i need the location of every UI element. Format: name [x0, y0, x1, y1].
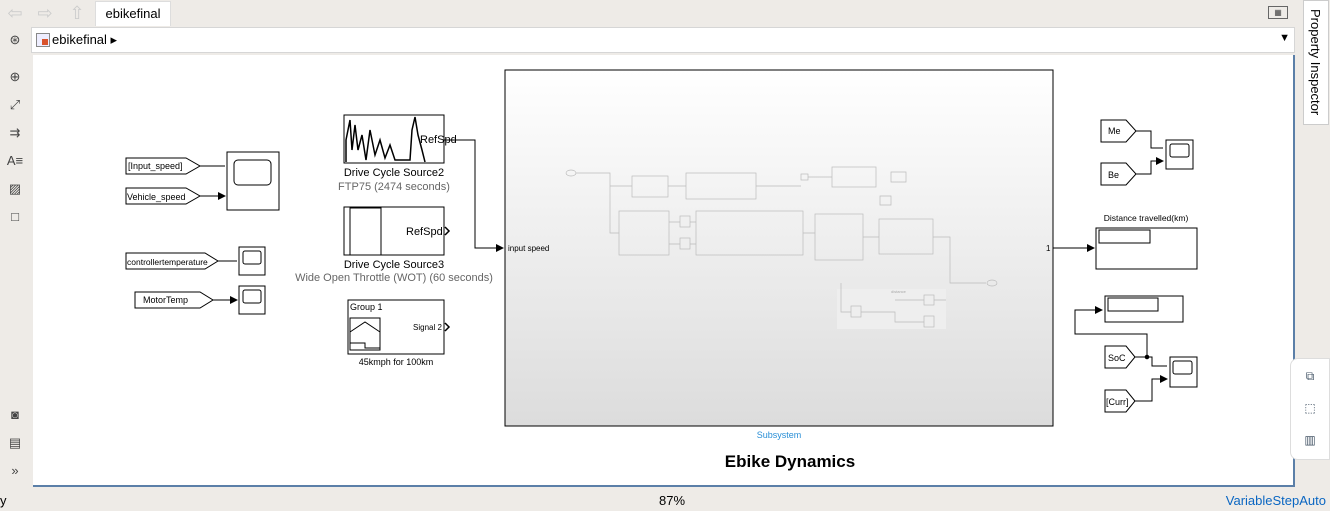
port-label: Signal 2	[413, 323, 442, 332]
fit-view-icon[interactable]: ⤢	[9, 97, 21, 112]
port-label: RefSpd	[420, 134, 457, 146]
back-arrow-icon[interactable]: ⇦	[7, 3, 23, 23]
keyboard-icon[interactable]: ▦	[1268, 6, 1288, 19]
from-controller-temp[interactable]: controllertemperature	[125, 252, 219, 270]
block-name: 45kmph for 100km	[359, 357, 434, 367]
block-name: Drive Cycle Source2	[344, 167, 444, 179]
left-toolbar: ⊛ ⊕ ⤢ ⇉ A≡ ▨ □ ◙ ▤ »	[0, 27, 31, 487]
annotation-title[interactable]: Ebike Dynamics	[725, 452, 855, 471]
top-toolbar: ⇦ ⇨ ⇧ ebikefinal ▦	[0, 0, 1298, 26]
port-label: input speed	[508, 244, 549, 253]
inner-label: distance	[891, 289, 907, 294]
area-icon[interactable]: □	[11, 209, 19, 224]
display-soc[interactable]	[1104, 295, 1184, 323]
tag-label: Vehicle_speed	[127, 192, 186, 202]
tab-ebikefinal[interactable]: ebikefinal	[95, 1, 171, 26]
scope-me-be[interactable]	[1165, 139, 1194, 170]
route-lines-icon[interactable]: ⇉	[9, 125, 21, 140]
breadcrumb-model[interactable]: ebikefinal ▸	[52, 32, 118, 47]
expand-icon[interactable]: »	[11, 463, 19, 478]
port-label: RefSpd	[406, 226, 443, 238]
from-soc[interactable]: SoC	[1104, 345, 1136, 369]
tag-label: SoC	[1108, 353, 1126, 363]
camera-icon[interactable]: ◙	[11, 407, 19, 422]
windows-icon[interactable]: ⧉	[1305, 369, 1315, 383]
from-be[interactable]: Be	[1100, 162, 1137, 186]
scope-controller-temp[interactable]	[238, 246, 266, 276]
block-description: Wide Open Throttle (WOT) (60 seconds)	[295, 272, 493, 284]
image-icon[interactable]: ▨	[8, 181, 22, 196]
up-arrow-icon[interactable]: ⇧	[69, 3, 85, 23]
tag-label: [Curr]	[1106, 397, 1129, 407]
scope-1[interactable]	[226, 151, 280, 211]
block-name: Drive Cycle Source3	[344, 259, 444, 271]
zoom-in-icon[interactable]: ⊕	[9, 69, 21, 84]
subsystem-preview	[565, 166, 998, 329]
subsystem-name[interactable]: Subsystem	[757, 430, 802, 440]
from-curr[interactable]: [Curr]	[1104, 389, 1136, 413]
model-icon	[36, 33, 50, 47]
scope-soc-curr[interactable]	[1169, 356, 1198, 388]
right-float-panel: ⧉ ⬚ ▥	[1290, 358, 1330, 460]
drive-cycle-source2[interactable]: RefSpd	[343, 114, 457, 164]
annotation-icon[interactable]: A≡	[6, 153, 24, 168]
collapse-window-icon[interactable]: ⬚	[1304, 401, 1316, 415]
tag-label: Me	[1108, 126, 1121, 136]
zoom-level[interactable]: 87%	[659, 493, 686, 508]
forward-arrow-icon[interactable]: ⇨	[37, 3, 53, 23]
tag-label: Be	[1108, 170, 1119, 180]
tag-label: controllertemperature	[127, 257, 208, 267]
from-vehicle-speed[interactable]: Vehicle_speed	[125, 187, 202, 205]
chevron-down-icon[interactable]: ▼	[1279, 32, 1290, 44]
display-distance[interactable]	[1095, 227, 1198, 270]
port-label: 1	[1046, 244, 1051, 253]
display-label: Distance travelled(km)	[1104, 213, 1189, 223]
hide-browser-icon[interactable]: ⊛	[9, 32, 21, 47]
tag-label: MotorTemp	[143, 295, 188, 305]
tag-label: [Input_speed]	[128, 161, 183, 171]
property-inspector-label: Property Inspector	[1308, 9, 1323, 116]
status-bar: y 87% VariableStepAuto	[0, 488, 1330, 511]
breadcrumb: ebikefinal ▸ ▼	[31, 27, 1295, 53]
layout-icon[interactable]: ▥	[1304, 433, 1316, 447]
model-browser-icon[interactable]: ▤	[8, 435, 22, 450]
from-me[interactable]: Me	[1100, 119, 1137, 143]
signal-builder[interactable]: Group 1 Signal 2	[347, 299, 451, 355]
from-input-speed[interactable]: [Input_speed]	[125, 157, 202, 175]
breadcrumb-label: ebikefinal	[52, 32, 107, 47]
block-description: FTP75 (2474 seconds)	[338, 181, 450, 193]
group-label: Group 1	[350, 302, 383, 312]
status-text: y	[0, 493, 7, 508]
drive-cycle-source3[interactable]: RefSpd	[343, 206, 451, 256]
solver-link[interactable]: VariableStepAuto	[1225, 493, 1326, 508]
scope-motor-temp[interactable]	[238, 285, 266, 315]
subsystem-block[interactable]: distance input speed 1	[504, 69, 1054, 427]
property-inspector-tab[interactable]: Property Inspector	[1303, 0, 1329, 125]
from-motor-temp[interactable]: MotorTemp	[134, 291, 214, 309]
